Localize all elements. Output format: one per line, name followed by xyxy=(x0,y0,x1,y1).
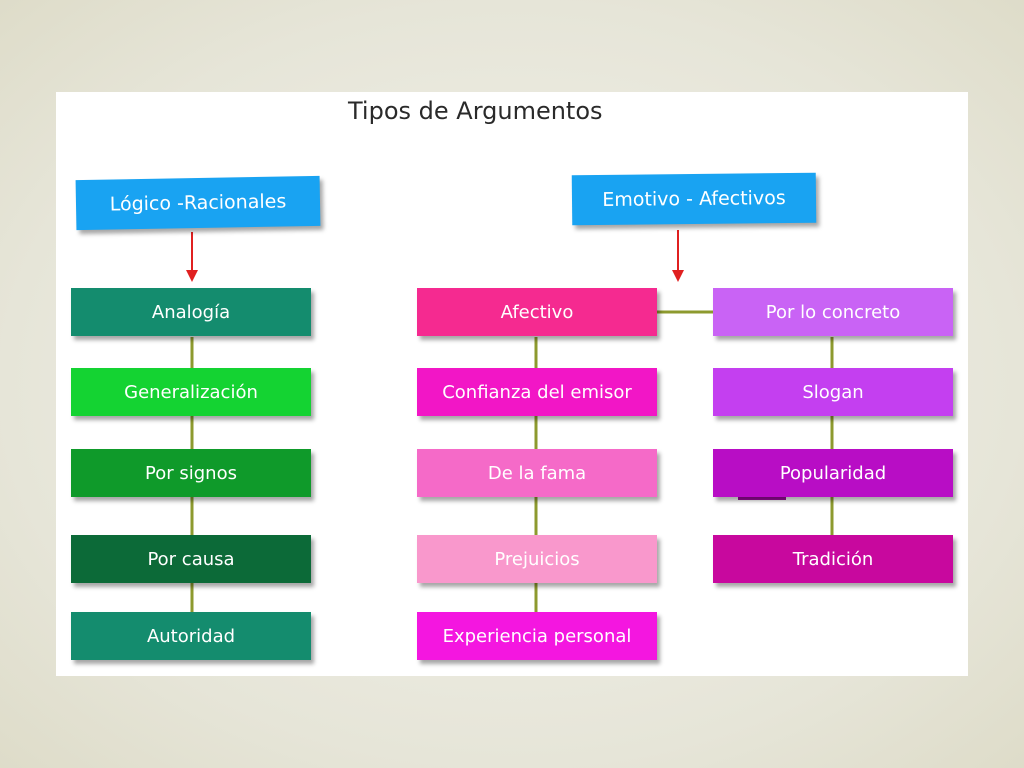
header-emotivo-afectivos: Emotivo - Afectivos xyxy=(571,172,817,226)
box-popularidad: Popularidad xyxy=(713,449,953,497)
header-logico-racionales: Lógico -Racionales xyxy=(75,175,321,231)
left-arrow-head xyxy=(186,270,198,282)
box-por-signos: Por signos xyxy=(71,449,311,497)
box-por-lo-concreto: Por lo concreto xyxy=(713,288,953,336)
box-slogan: Slogan xyxy=(713,368,953,416)
box-experiencia-personal: Experiencia personal xyxy=(417,612,657,660)
box-tradicion: Tradición xyxy=(713,535,953,583)
box-analogia: Analogía xyxy=(71,288,311,336)
box-generalizacion: Generalización xyxy=(71,368,311,416)
box-autoridad: Autoridad xyxy=(71,612,311,660)
box-afectivo: Afectivo xyxy=(417,288,657,336)
diagram-title: Tipos de Argumentos xyxy=(348,97,603,125)
box-confianza-del-emisor: Confianza del emisor xyxy=(417,368,657,416)
box-por-causa: Por causa xyxy=(71,535,311,583)
box-prejuicios: Prejuicios xyxy=(417,535,657,583)
box-de-la-fama: De la fama xyxy=(417,449,657,497)
slide: Tipos de Argumentos Lógico -Racionales E… xyxy=(56,92,968,676)
middle-arrow-head xyxy=(672,270,684,282)
